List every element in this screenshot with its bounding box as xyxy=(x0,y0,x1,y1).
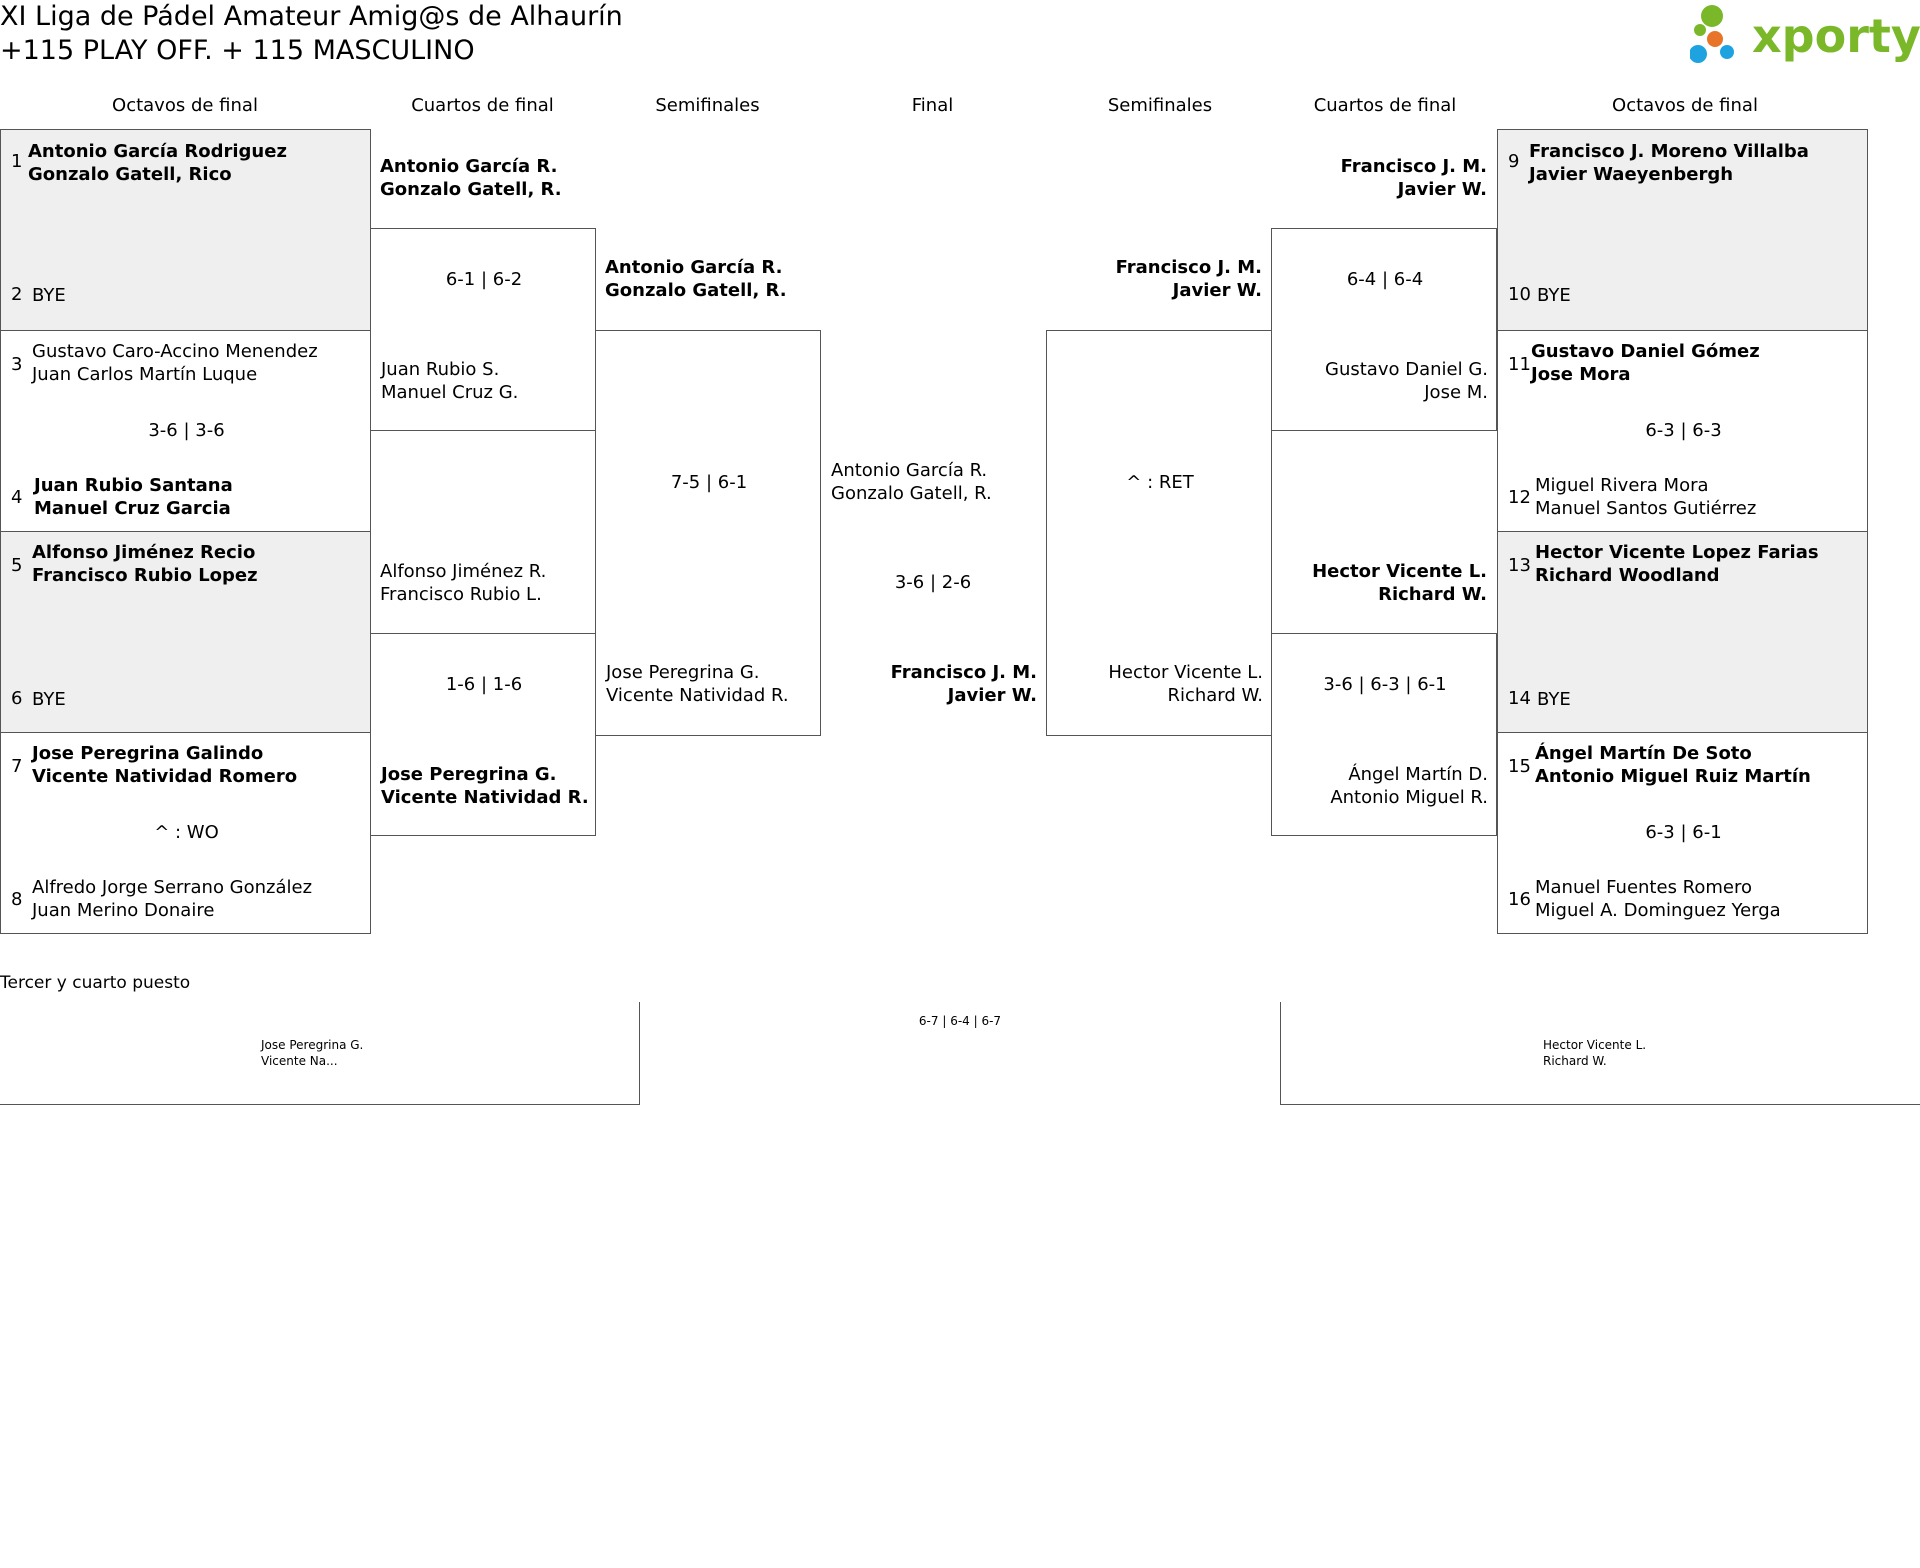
qf-team-name: Francisco J. M.Javier W. xyxy=(1340,156,1487,200)
seed-number: 13 xyxy=(1508,555,1531,576)
seed-number: 9 xyxy=(1508,151,1520,172)
match-card[interactable]: 6-4 | 6-4 Gustavo Daniel G.Jose M. xyxy=(1271,228,1497,431)
seed-number: 2 xyxy=(11,284,23,305)
match-score: 1-6 | 1-6 xyxy=(445,674,523,695)
final-score: 3-6 | 2-6 xyxy=(894,572,972,593)
sf-team-name: Jose Peregrina G.Vicente Natividad R. xyxy=(606,662,789,706)
seed-number: 1 xyxy=(11,151,23,172)
third-place-score: 6-7 | 6-4 | 6-7 xyxy=(918,1014,1002,1028)
final-team-name: Antonio García R.Gonzalo Gatell, R. xyxy=(831,460,992,504)
team-name: BYE xyxy=(32,689,66,710)
round-header-final: Final xyxy=(911,95,954,116)
qf-team-name: Antonio García R.Gonzalo Gatell, R. xyxy=(380,156,562,200)
third-place-team-b: Hector Vicente L.Richard W. xyxy=(1543,1038,1647,1068)
sf-team-name: Hector Vicente L.Richard W. xyxy=(1108,662,1263,706)
page-subtitle: +115 PLAY OFF. + 115 MASCULINO xyxy=(0,35,475,66)
sf-team-name: Antonio García R.Gonzalo Gatell, R. xyxy=(605,257,787,301)
match-card[interactable]: 1-6 | 1-6 Jose Peregrina G.Vicente Nativ… xyxy=(370,633,596,836)
seed-number: 7 xyxy=(11,756,23,777)
qf-team-name: Alfonso Jiménez R.Francisco Rubio L. xyxy=(380,561,547,605)
seed-number: 3 xyxy=(11,354,23,375)
seed-number: 8 xyxy=(11,889,23,910)
match-score: 3-6 | 3-6 xyxy=(148,420,225,441)
round-header-left-sf: Semifinales xyxy=(655,95,760,116)
seed-number: 5 xyxy=(11,555,23,576)
team-name: BYE xyxy=(32,285,66,306)
match-card[interactable]: 6-1 | 6-2 Juan Rubio S.Manuel Cruz G. xyxy=(370,228,596,431)
seed-number: 4 xyxy=(11,487,23,508)
team-name: BYE xyxy=(1537,285,1571,306)
qf-team-name: Hector Vicente L.Richard W. xyxy=(1312,561,1487,605)
match-score: 3-6 | 6-3 | 6-1 xyxy=(1323,674,1447,695)
page-title: XI Liga de Pádel Amateur Amig@s de Alhau… xyxy=(0,1,623,32)
third-place-title: Tercer y cuarto puesto xyxy=(0,973,191,993)
seed-number: 10 xyxy=(1508,284,1531,305)
match-score: 6-4 | 6-4 xyxy=(1346,269,1424,290)
sf-team-name: Francisco J. M.Javier W. xyxy=(1115,257,1262,301)
qf-team-name: Juan Rubio S.Manuel Cruz G. xyxy=(381,359,519,403)
match-score: 6-3 | 6-3 xyxy=(1645,420,1722,441)
seed-number: 6 xyxy=(11,688,23,709)
final-team-name: Francisco J. M.Javier W. xyxy=(890,662,1037,706)
match-card[interactable]: 3-6 | 6-3 | 6-1 Ángel Martín D.Antonio M… xyxy=(1271,633,1497,836)
round-header-right-sf: Semifinales xyxy=(1107,95,1213,116)
team-name: BYE xyxy=(1537,689,1571,710)
qf-team-name: Jose Peregrina G.Vicente Natividad R. xyxy=(381,764,589,808)
match-card[interactable]: ^ : RET Hector Vicente L.Richard W. xyxy=(1046,330,1272,736)
match-score: 7-5 | 6-1 xyxy=(670,472,748,493)
round-header-left-r16: Octavos de final xyxy=(112,95,258,116)
match-score: ^ : WO xyxy=(154,822,219,843)
xporty-logo: xporty xyxy=(1689,0,1920,70)
match-score: ^ : RET xyxy=(1126,472,1194,493)
qf-team-name: Ángel Martín D.Antonio Miguel R. xyxy=(1330,764,1488,808)
seed-number: 12 xyxy=(1508,487,1531,508)
seed-number: 11 xyxy=(1508,354,1531,375)
seed-number: 15 xyxy=(1508,756,1531,777)
round-header-right-qf: Cuartos de final xyxy=(1313,95,1457,116)
qf-team-name: Gustavo Daniel G.Jose M. xyxy=(1325,359,1488,403)
seed-number: 16 xyxy=(1508,889,1531,910)
seed-number: 14 xyxy=(1508,688,1531,709)
match-score: 6-1 | 6-2 xyxy=(445,269,523,290)
third-place-team-a: Jose Peregrina G.Vicente Na... xyxy=(261,1038,364,1068)
round-header-left-qf: Cuartos de final xyxy=(411,95,554,116)
match-card[interactable]: 7-5 | 6-1 Jose Peregrina G.Vicente Nativ… xyxy=(595,330,821,736)
match-score: 6-3 | 6-1 xyxy=(1645,822,1722,843)
third-place-right-bracket[interactable]: Hector Vicente L.Richard W. xyxy=(1280,1002,1920,1105)
third-place-left-bracket[interactable]: Jose Peregrina G.Vicente Na... xyxy=(0,1002,640,1105)
round-header-right-r16: Octavos de final xyxy=(1612,95,1758,116)
logo-text: xporty xyxy=(1752,9,1920,63)
